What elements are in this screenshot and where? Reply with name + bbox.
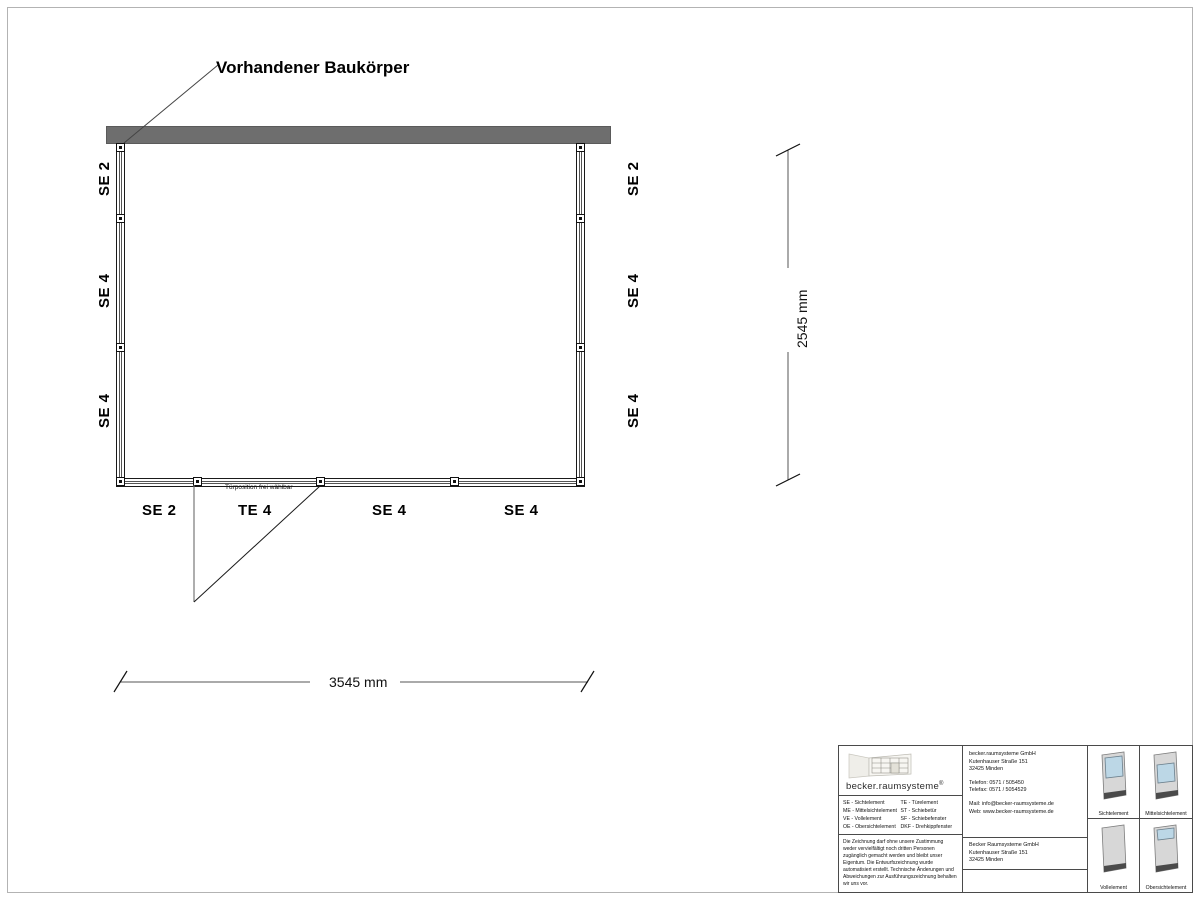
abbr-me: ME - Mittelsichtelement: [843, 808, 897, 814]
post-right-bottom: [576, 477, 585, 486]
door-swing-symbol: [193, 485, 321, 603]
label-bottom-te4: TE 4: [238, 502, 272, 519]
dimension-width-text: 3545 mm: [329, 674, 388, 690]
post-left-1: [116, 214, 125, 223]
customer-street: Kutenhauser Straße 151: [969, 849, 1028, 856]
post-bottom-2: [316, 477, 325, 486]
obersichtelement-icon: [1153, 824, 1179, 873]
abbreviation-legend: SE - Sichtelement TE - Türelement ME - M…: [839, 796, 962, 835]
company-street: Kutenhauser Straße 151: [969, 758, 1028, 765]
abbr-dkf: DKF - Drehkippfenster: [900, 824, 953, 830]
post-right-2: [576, 343, 585, 352]
post-left-2: [116, 343, 125, 352]
label-bottom-se4-b: SE 4: [504, 502, 539, 519]
dimension-height-text: 2545 mm: [794, 289, 810, 348]
title-block: becker.raumsysteme® SE - Sichtelement TE…: [838, 745, 1193, 893]
abbr-ve: VE - Vollelement: [843, 816, 882, 822]
title-block-middle-column: becker.raumsysteme GmbH Kutenhauser Stra…: [963, 746, 1088, 892]
sichtelement-icon: [1101, 751, 1126, 800]
thumbnail-caption: Mittelsichtelement: [1145, 811, 1187, 817]
post-left-bottom: [116, 477, 125, 486]
thumbnail-caption: Obersichtelement: [1145, 885, 1187, 891]
existing-building-body: [106, 126, 611, 144]
vollelement-icon: [1101, 824, 1126, 873]
thumbnail-caption: Sichtelement: [1098, 811, 1129, 817]
post-right-1: [576, 214, 585, 223]
door-position-note: Türposition frei wählbar: [225, 484, 293, 491]
wall-left-inner: [119, 148, 122, 483]
thumbnail-caption: Vollelement: [1100, 885, 1127, 891]
customer-name: Becker Raumsysteme GmbH: [969, 842, 1039, 848]
customer-city: 32425 Minden: [969, 857, 1004, 864]
registered-mark: ®: [939, 780, 944, 787]
logo-room-icon: [848, 753, 912, 779]
label-left-se4-b: SE 4: [96, 393, 113, 428]
callout-leader-line: [123, 64, 219, 144]
post-bottom-1: [193, 477, 202, 486]
post-left-top: [116, 143, 125, 152]
dimension-line-horizontal: [113, 670, 595, 693]
disclaimer-text: Die Zeichnung darf ohne unsere Zustimmun…: [843, 839, 957, 887]
label-right-se4-b: SE 4: [625, 393, 642, 428]
post-right-top: [576, 143, 585, 152]
logo-wordmark: becker.raumsysteme®: [846, 781, 944, 792]
company-fax: Telefax: 0571 / 5054529: [969, 787, 1027, 794]
label-bottom-se2: SE 2: [142, 502, 177, 519]
disclaimer-block: Die Zeichnung darf ohne unsere Zustimmun…: [839, 835, 962, 892]
wall-bottom-inner: [119, 481, 582, 484]
company-city: 32425 Minden: [969, 766, 1004, 773]
existing-building-label: Vorhandener Baukörper: [216, 58, 410, 77]
mittelsichtelement-icon: [1153, 751, 1179, 800]
abbr-te: TE - Türelement: [900, 800, 938, 806]
company-mail[interactable]: Mail: info@becker-raumsysteme.de: [969, 800, 1054, 807]
customer-address-block: Becker Raumsysteme GmbH Kutenhauser Stra…: [963, 838, 1087, 870]
wall-right-inner: [579, 148, 582, 483]
company-address-block: becker.raumsysteme GmbH Kutenhauser Stra…: [963, 746, 1087, 838]
company-web[interactable]: Web: www.becker-raumsysteme.de: [969, 808, 1054, 815]
abbr-st: ST - Schiebetür: [900, 808, 937, 814]
thumbnail-vollelement: Vollelement: [1088, 819, 1140, 892]
abbr-sf: SF - Schiebefenster: [900, 816, 947, 822]
label-right-se4-a: SE 4: [625, 273, 642, 308]
label-bottom-se4-a: SE 4: [372, 502, 407, 519]
title-block-left-column: becker.raumsysteme® SE - Sichtelement TE…: [839, 746, 963, 892]
post-bottom-3: [450, 477, 459, 486]
element-thumbnails: Sichtelement Mittelsichtelement Vollelem…: [1088, 746, 1192, 892]
thumbnail-obersichtelement: Obersichtelement: [1140, 819, 1192, 892]
company-phone: Telefon: 0571 / 505450: [969, 779, 1024, 786]
logo-wordmark-text: becker.raumsysteme: [846, 781, 940, 792]
label-left-se4-a: SE 4: [96, 273, 113, 308]
thumbnail-sichtelement: Sichtelement: [1088, 746, 1140, 819]
label-right-se2: SE 2: [625, 161, 642, 196]
empty-field: [963, 870, 1087, 892]
abbr-oe: OE - Obersichtelement: [843, 824, 896, 830]
company-name: becker.raumsysteme GmbH: [969, 751, 1036, 757]
thumbnail-mittelsichtelement: Mittelsichtelement: [1140, 746, 1192, 819]
label-left-se2: SE 2: [96, 161, 113, 196]
company-logo: becker.raumsysteme®: [839, 746, 962, 796]
abbr-se: SE - Sichtelement: [843, 800, 885, 806]
dimension-line-vertical: [775, 143, 801, 487]
